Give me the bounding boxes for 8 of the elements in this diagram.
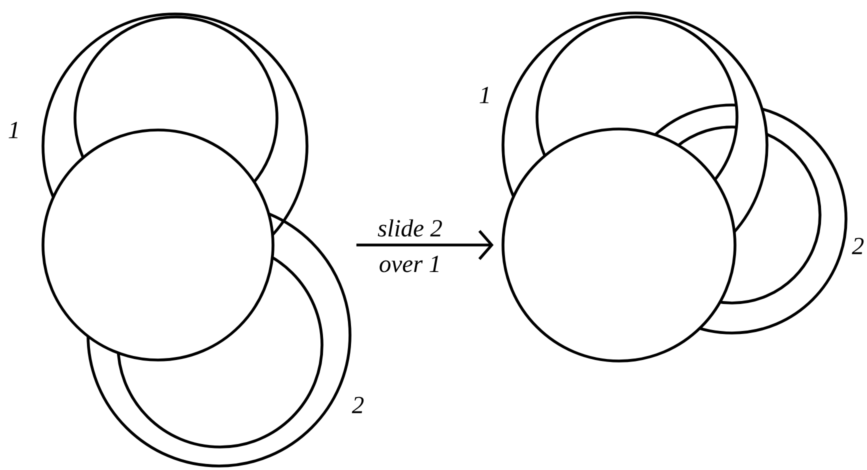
handle-label: 1 [8,122,18,138]
handle-label: over 1 [380,256,438,272]
handle-label: 2 [352,396,364,414]
handle-diagram-drawing [502,12,848,362]
arrow [356,230,494,260]
handle-label: 2 [852,238,864,254]
handle-diagram-drawing [42,12,352,468]
edge-label: slide 2 [378,219,442,237]
